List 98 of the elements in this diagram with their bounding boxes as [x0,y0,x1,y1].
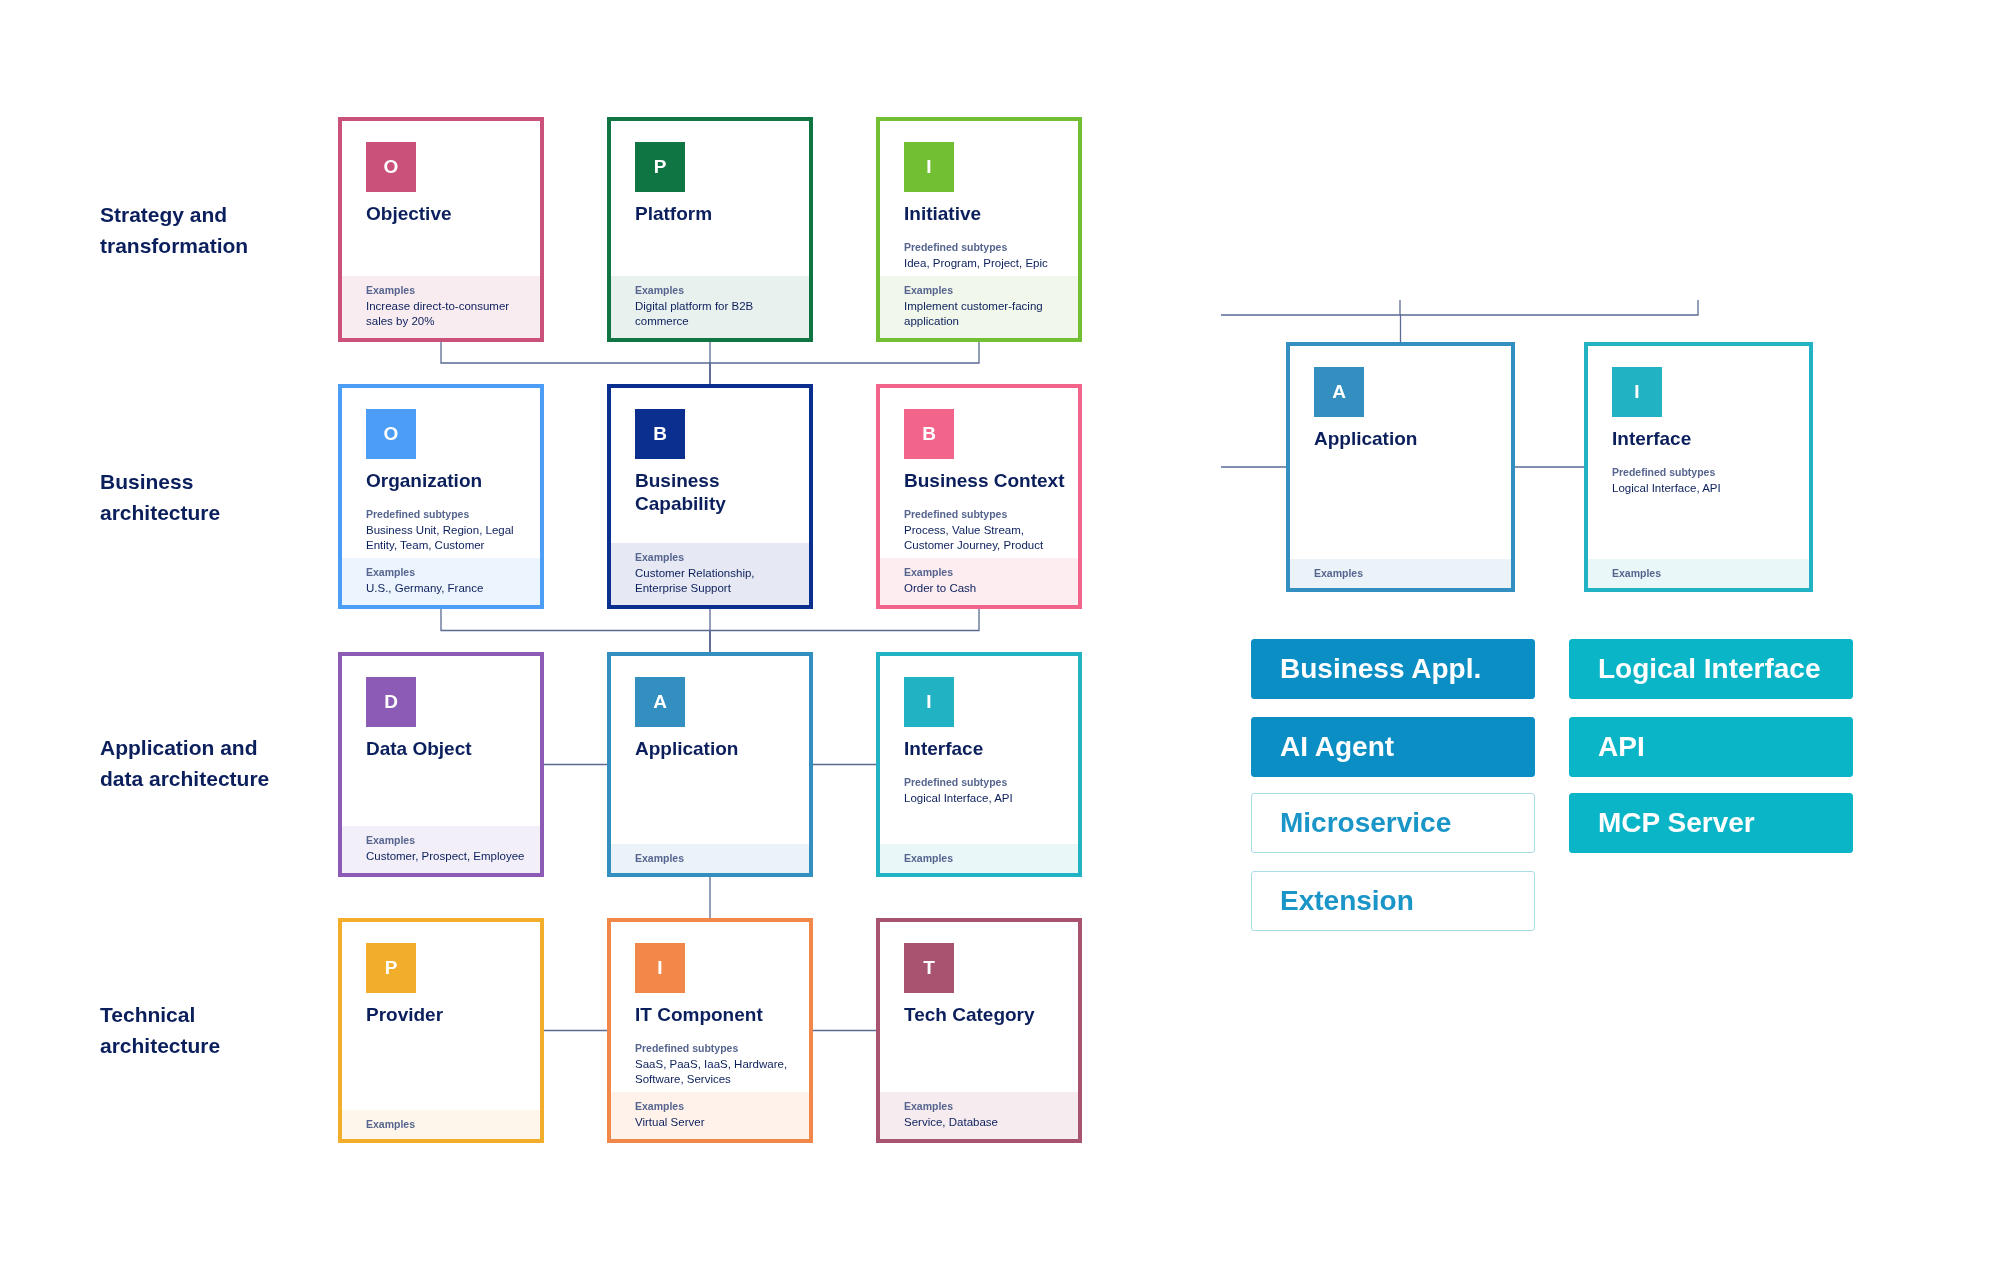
subtype-list: Logical Interface, API [904,791,1068,806]
section-heading: Predefined subtypes [904,241,1009,253]
card-title: Initiative [904,202,983,225]
card-title: Business Context [904,469,1066,492]
example-text: Order to Cash [904,581,978,596]
section-heading: Examples [1314,567,1365,579]
row-label: Technical architecture [100,1002,222,1059]
row-label: Strategy and transformation [100,202,250,259]
letter-badge: A [1314,367,1364,417]
connector-line [709,341,980,385]
letter-badge: P [635,142,685,192]
letter-badge: B [635,409,685,459]
entity-card [876,918,1082,1143]
card-title: Business Capability [635,469,727,515]
example-text: Implement customer-facing application [904,299,1044,329]
type-tag: Extension [1251,871,1535,931]
subtype-list: Logical Interface, API [1612,481,1799,496]
section-heading: Examples [635,1100,686,1112]
connector-line [1220,466,1287,468]
letter-badge: T [904,943,954,993]
letter-badge: P [366,943,416,993]
card-title: Platform [635,202,714,225]
entity-card [876,652,1082,877]
connector-line [812,1029,877,1032]
connector-line [709,608,980,653]
example-text: Digital platform for B2B commerce [635,299,755,329]
type-tag: AI Agent [1251,717,1535,777]
card-title: Organization [366,469,484,492]
example-text: Customer, Prospect, Employee [366,849,526,864]
letter-badge: O [366,142,416,192]
section-heading: Examples [635,852,686,864]
entity-card [876,117,1082,342]
section-heading: Examples [635,551,686,563]
card-title: Objective [366,202,453,225]
entity-card [607,652,813,877]
letter-badge: B [904,409,954,459]
section-heading: Examples [366,566,417,578]
entity-card [1584,342,1813,592]
type-tag: Logical Interface [1569,639,1853,699]
entity-card [338,117,544,342]
section-heading: Predefined subtypes [366,508,471,520]
letter-badge: I [1612,367,1662,417]
connector-line [543,763,608,766]
section-heading: Predefined subtypes [904,776,1009,788]
card-title: Tech Category [904,1003,1036,1026]
section-heading: Examples [904,852,955,864]
card-title: Data Object [366,737,473,760]
example-text: U.S., Germany, France [366,581,485,596]
section-heading: Examples [904,566,955,578]
row-label: Business architecture [100,469,222,526]
subtype-list: Process, Value Stream, Customer Journey, Product [904,523,1068,553]
section-heading: Examples [635,284,686,296]
letter-badge: D [366,677,416,727]
connector-line [543,1029,608,1032]
connector-line [709,876,711,919]
section-heading: Examples [904,284,955,296]
card-title: Interface [1612,427,1693,450]
example-text: Service, Database [904,1115,999,1130]
connector-line [1220,314,1402,343]
letter-badge: I [635,943,685,993]
section-heading: Examples [366,1118,417,1130]
type-tag: Microservice [1251,793,1535,853]
letter-badge: I [904,142,954,192]
type-tag: MCP Server [1569,793,1853,853]
section-heading: Examples [366,834,417,846]
section-heading: Predefined subtypes [904,508,1009,520]
entity-card [1286,342,1515,592]
subtype-list: Idea, Program, Project, Epic [904,256,1068,271]
section-heading: Predefined subtypes [635,1042,740,1054]
entity-card [338,384,544,609]
row-label: Application and data architecture [100,735,271,792]
example-text: Customer Relationship, Enterprise Support [635,566,756,596]
subtype-list: SaaS, PaaS, IaaS, Hardware, Software, Services [635,1057,799,1087]
type-tag: Business Appl. [1251,639,1535,699]
entity-card [607,384,813,609]
connector-line [1514,466,1585,468]
section-heading: Examples [904,1100,955,1112]
connector-line [812,763,877,766]
entity-card [876,384,1082,609]
entity-card [338,918,544,1143]
example-text: Increase direct-to-consumer sales by 20% [366,299,511,329]
entity-card [338,652,544,877]
card-title: Application [635,737,740,760]
section-heading: Predefined subtypes [1612,466,1717,478]
letter-badge: A [635,677,685,727]
letter-badge: I [904,677,954,727]
card-title: Provider [366,1003,445,1026]
card-title: Application [1314,427,1419,450]
section-heading: Examples [1612,567,1663,579]
entity-card [607,117,813,342]
card-title: IT Component [635,1003,764,1026]
section-heading: Examples [366,284,417,296]
letter-badge: O [366,409,416,459]
card-title: Interface [904,737,985,760]
entity-card [607,918,813,1143]
example-text: Virtual Server [635,1115,706,1130]
type-tag: API [1569,717,1853,777]
subtype-list: Business Unit, Region, Legal Entity, Team, Customer [366,523,530,553]
